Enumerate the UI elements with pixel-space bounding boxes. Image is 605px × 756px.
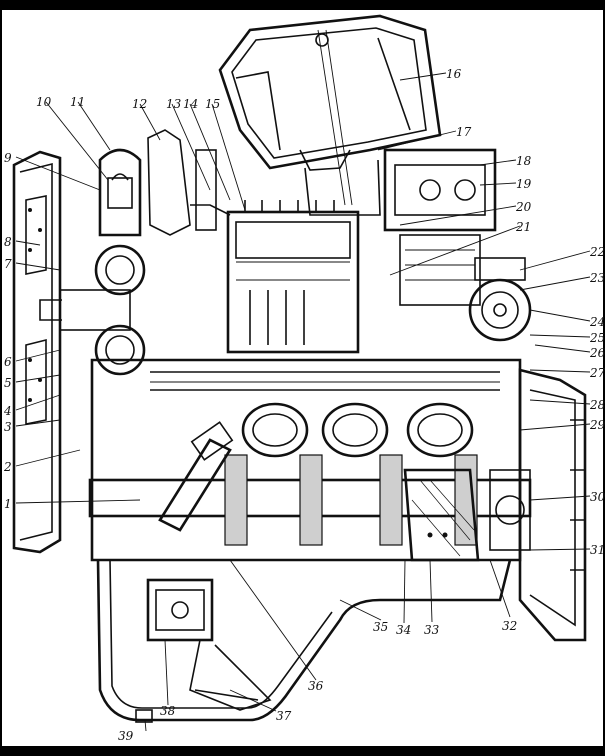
callout-23: 23 bbox=[589, 271, 605, 285]
flywheel-housing bbox=[489, 368, 587, 642]
drawing-sheet bbox=[2, 10, 603, 746]
callouts: 1 2 3 4 5 6 7 8 9 10 11 12 13 14 15 16 1… bbox=[3, 67, 605, 743]
callout-37: 37 bbox=[276, 709, 292, 723]
callout-14: 14 bbox=[183, 97, 198, 111]
callout-31: 31 bbox=[590, 543, 605, 557]
callout-15: 15 bbox=[205, 97, 220, 111]
callout-19: 19 bbox=[516, 177, 532, 191]
callout-25: 25 bbox=[589, 331, 605, 345]
callout-29: 29 bbox=[589, 418, 605, 432]
callout-20: 20 bbox=[515, 200, 532, 214]
air-filter bbox=[218, 14, 442, 216]
callout-10: 10 bbox=[36, 95, 52, 109]
callout-21: 21 bbox=[515, 220, 531, 234]
callout-30: 30 bbox=[590, 490, 605, 504]
callout-36: 36 bbox=[308, 679, 324, 693]
callout-28: 28 bbox=[589, 398, 605, 412]
callout-1: 1 bbox=[4, 497, 12, 511]
water-pump bbox=[39, 148, 146, 376]
callout-13: 13 bbox=[166, 97, 182, 111]
callout-18: 18 bbox=[516, 154, 532, 168]
callout-6: 6 bbox=[4, 355, 12, 369]
callout-8: 8 bbox=[4, 235, 12, 249]
callout-32: 32 bbox=[502, 619, 517, 633]
callout-3: 3 bbox=[4, 420, 12, 434]
callout-27: 27 bbox=[589, 366, 605, 380]
timing-gear bbox=[468, 257, 532, 342]
callout-5: 5 bbox=[4, 376, 12, 390]
compressor bbox=[383, 148, 497, 306]
callout-7: 7 bbox=[4, 257, 12, 271]
leader-lines bbox=[15, 72, 591, 732]
callout-16: 16 bbox=[446, 67, 462, 81]
callout-34: 34 bbox=[396, 623, 411, 637]
callout-35: 35 bbox=[373, 620, 388, 634]
oil-sump bbox=[96, 559, 512, 723]
callout-2: 2 bbox=[3, 460, 12, 474]
fan-shroud bbox=[12, 150, 62, 554]
callout-22: 22 bbox=[589, 245, 605, 259]
fuel-pump bbox=[147, 129, 360, 354]
callout-9: 9 bbox=[4, 151, 12, 165]
callout-33: 33 bbox=[424, 623, 440, 637]
callout-17: 17 bbox=[456, 125, 472, 139]
crankcase bbox=[88, 358, 532, 562]
callout-24: 24 bbox=[589, 315, 605, 329]
callout-39: 39 bbox=[118, 729, 134, 743]
callout-4: 4 bbox=[3, 404, 12, 418]
callout-38: 38 bbox=[160, 704, 176, 718]
callout-26: 26 bbox=[589, 346, 605, 360]
callout-11: 11 bbox=[70, 95, 85, 109]
callout-12: 12 bbox=[132, 97, 147, 111]
